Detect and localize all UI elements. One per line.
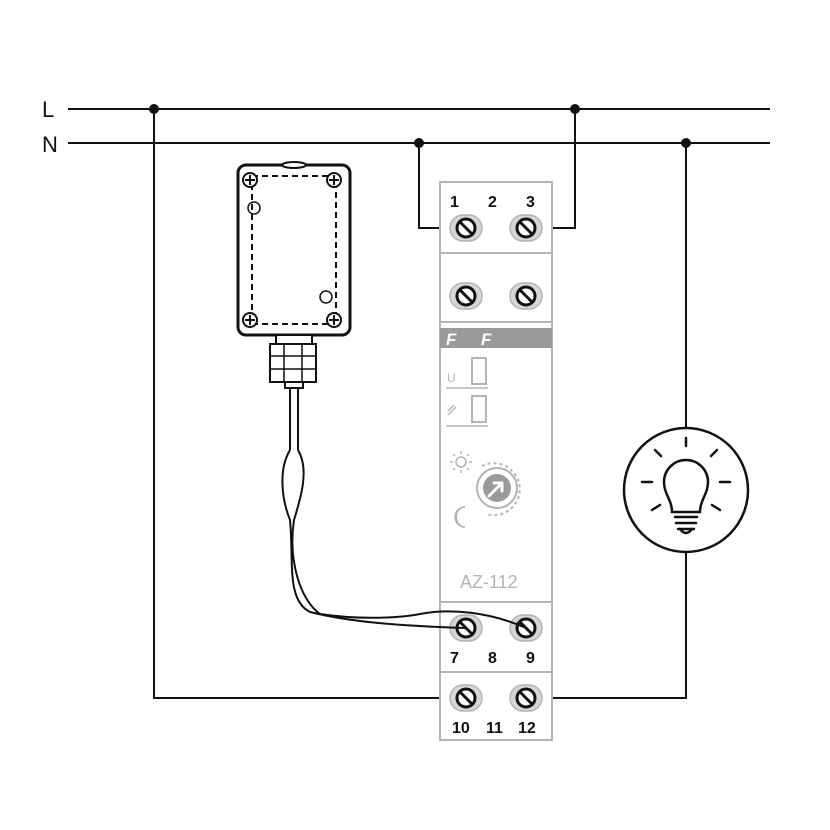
brand-band [440, 328, 552, 348]
terminal-label-1: 1 [450, 194, 459, 211]
wire-lamp-to-12 [526, 553, 687, 699]
mounting-screw-icons [242, 172, 342, 328]
terminal-screw-icon [449, 684, 483, 712]
moon-icon [454, 506, 466, 528]
model-label: AZ-112 [460, 572, 518, 592]
relay-icon [447, 404, 457, 416]
knob-arrow-icon [487, 481, 504, 498]
phase-line-label: L [42, 97, 54, 122]
terminal-screw-icon [509, 214, 543, 242]
power-indicator [471, 357, 487, 385]
terminal-screw-icon [509, 282, 543, 310]
output-indicator [471, 395, 487, 423]
svg-text:F: F [481, 330, 492, 349]
bulb-icon [640, 436, 732, 535]
terminal-screw-icon [509, 684, 543, 712]
junction-dots [149, 104, 691, 148]
wires [153, 109, 687, 699]
terminal-label-8: 8 [488, 650, 497, 667]
sensitivity-knob[interactable] [476, 462, 521, 517]
lamp [622, 426, 750, 554]
terminal-label-7: 7 [450, 650, 459, 667]
photo-sensor [236, 161, 352, 389]
neutral-line-label: N [42, 132, 58, 157]
wire-l-to-10 [153, 109, 466, 699]
terminal-label-3: 3 [526, 194, 535, 211]
terminal-label-2: 2 [488, 194, 497, 211]
terminal-label-12: 12 [518, 720, 536, 737]
terminal-label-10: 10 [452, 720, 470, 737]
terminal-screw-icon [449, 214, 483, 242]
terminal-screws [449, 214, 543, 712]
relay-az112: F F U AZ-112 [439, 181, 553, 741]
terminal-screw-icon [449, 282, 483, 310]
terminal-label-11: 11 [486, 720, 503, 737]
indicator-u-label: U [447, 371, 456, 385]
terminal-label-9: 9 [526, 650, 535, 667]
sensor-cable [281, 386, 527, 629]
cable-gland [269, 343, 317, 383]
brand-logo: F [446, 330, 457, 349]
sun-icon [450, 451, 472, 473]
